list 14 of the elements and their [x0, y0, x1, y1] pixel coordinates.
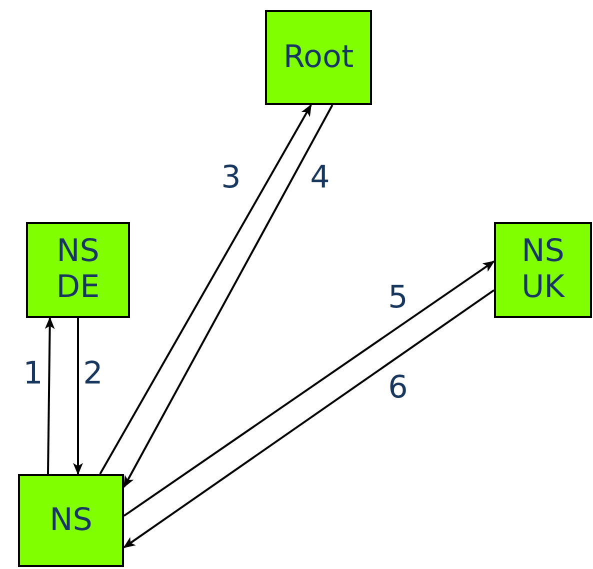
- arrow: [73, 318, 83, 475]
- arrow: [123, 104, 334, 488]
- network-box: [26, 222, 130, 318]
- network-box: [18, 474, 124, 567]
- arrow: [99, 104, 312, 474]
- arrow: [123, 260, 495, 517]
- node-label: Root: [283, 40, 354, 76]
- arrow: [123, 289, 495, 548]
- arrow: [44, 317, 55, 474]
- node-label: NS UK: [520, 234, 566, 306]
- network-box: [494, 222, 592, 318]
- node-label: NS: [50, 502, 92, 538]
- node-label: NS DE: [55, 234, 101, 306]
- network-box: [265, 10, 372, 105]
